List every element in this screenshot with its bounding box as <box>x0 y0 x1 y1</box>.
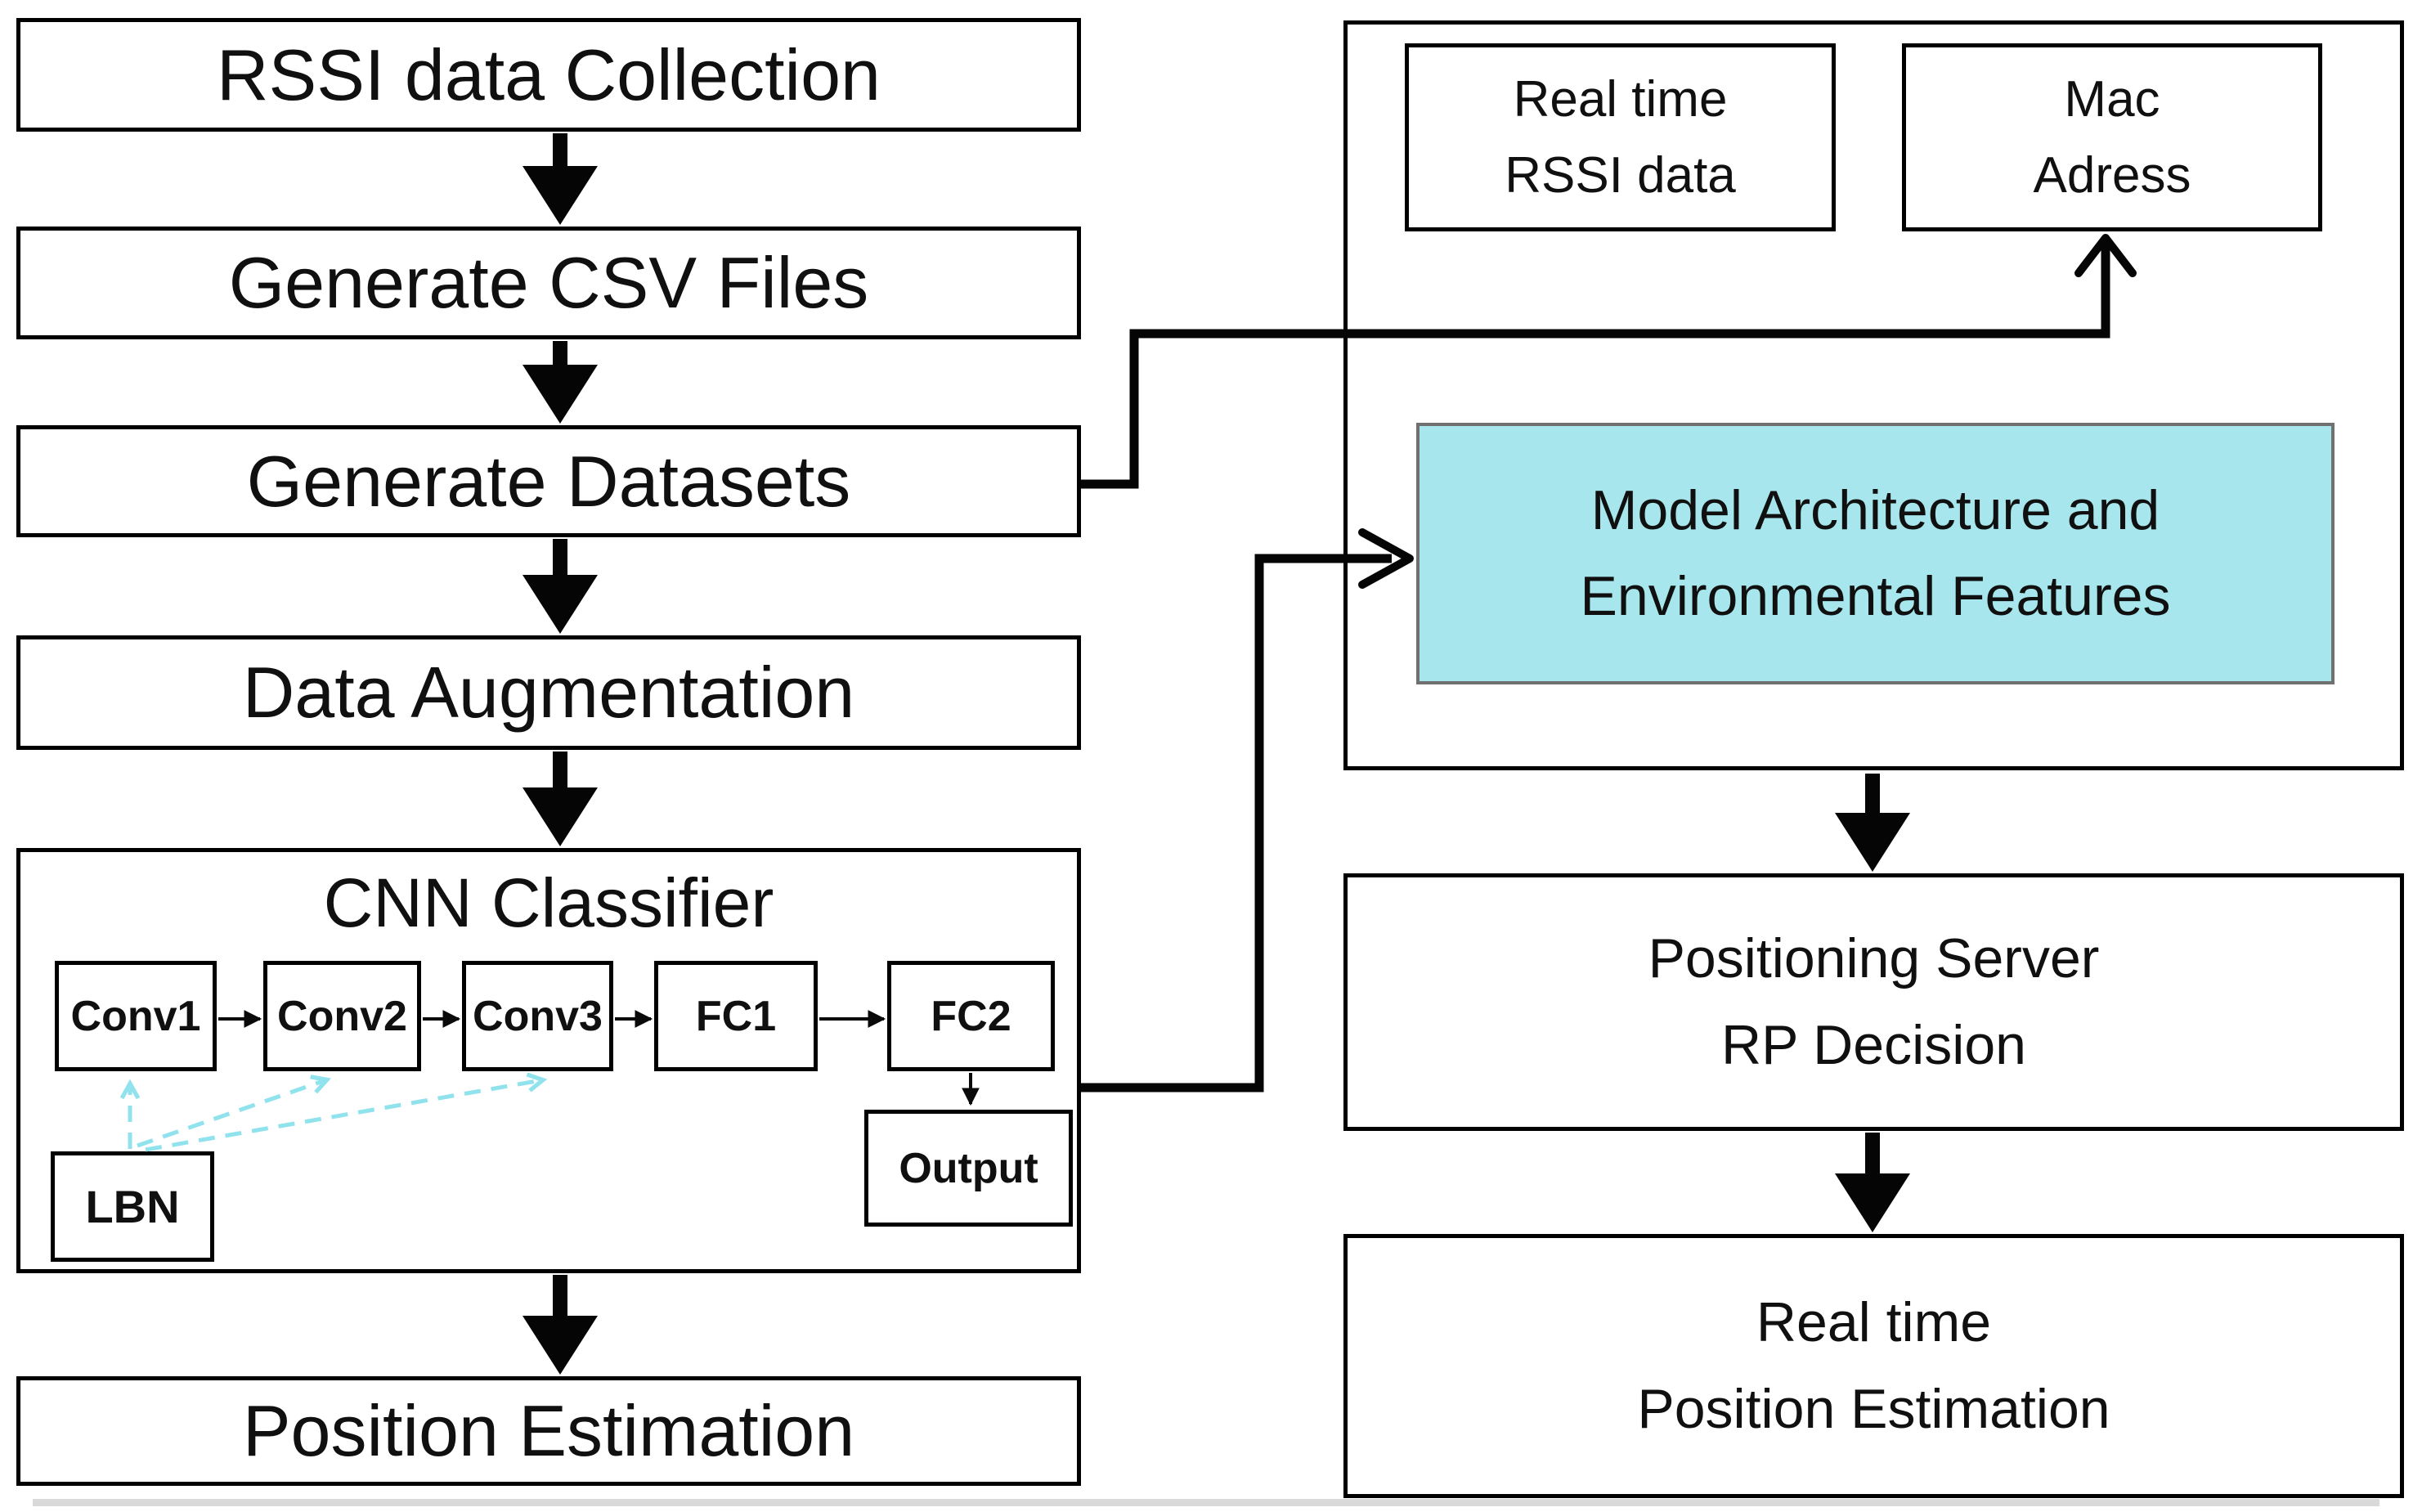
node-label: Generate Datasets <box>246 440 851 522</box>
node-data-augmentation: Data Augmentation <box>16 635 1081 750</box>
node-label-line1: Mac <box>2064 71 2160 128</box>
flow-arrow-down <box>523 133 598 225</box>
node-conv3: Conv3 <box>462 961 613 1071</box>
node-realtime-rssi-data: Real time RSSI data <box>1405 43 1836 231</box>
node-label-line1: Real time <box>1756 1291 1992 1354</box>
node-label: LBN <box>85 1181 180 1232</box>
node-mac-adress: Mac Adress <box>1902 43 2322 231</box>
node-label: Position Estimation <box>242 1390 855 1471</box>
node-output: Output <box>864 1110 1073 1227</box>
flow-arrow-down <box>523 1275 598 1375</box>
node-rssi-data-collection: RSSI data Collection <box>16 18 1081 132</box>
node-label: Generate CSV Files <box>228 242 869 323</box>
flow-arrow-down <box>1835 774 1910 872</box>
node-model-architecture: Model Architecture and Environmental Fea… <box>1416 423 2335 684</box>
node-fc1: FC1 <box>654 961 818 1071</box>
node-cnn-classifier: CNN Classifier Conv1 Conv2 Conv3 FC1 FC2… <box>16 848 1081 1273</box>
node-generate-datasets: Generate Datasets <box>16 425 1081 537</box>
flow-arrow-down <box>523 341 598 424</box>
node-positioning-server: Positioning Server RP Decision <box>1343 873 2404 1131</box>
node-label-line1: Model Architecture and <box>1590 478 2160 541</box>
node-position-estimation: Position Estimation <box>16 1376 1081 1486</box>
node-label: Output <box>899 1144 1038 1192</box>
flow-arrow-down <box>1835 1133 1910 1232</box>
page-bottom-edge <box>33 1499 2379 1506</box>
node-label-line1: Positioning Server <box>1648 927 2100 990</box>
flow-arrow-down <box>523 539 598 634</box>
node-label-line2: Adress <box>2033 147 2191 204</box>
node-label: RSSI data Collection <box>217 34 881 115</box>
node-conv2: Conv2 <box>263 961 421 1071</box>
node-label-line1: Real time <box>1513 71 1728 128</box>
node-label-line2: Environmental Features <box>1580 565 2171 627</box>
node-conv1: Conv1 <box>55 961 217 1071</box>
node-label: Conv1 <box>70 992 201 1040</box>
node-fc2: FC2 <box>887 961 1055 1071</box>
node-label-line2: RP Decision <box>1721 1013 2026 1076</box>
node-label: Conv3 <box>473 992 603 1040</box>
node-realtime-position-estimation: Real time Position Estimation <box>1343 1234 2404 1498</box>
node-lbn: LBN <box>51 1151 214 1262</box>
node-label: Conv2 <box>277 992 407 1040</box>
node-label-line2: RSSI data <box>1505 147 1736 204</box>
node-label: FC2 <box>931 992 1011 1040</box>
node-label: FC1 <box>695 992 777 1040</box>
node-generate-csv-files: Generate CSV Files <box>16 227 1081 339</box>
node-label-line2: Position Estimation <box>1637 1377 2110 1440</box>
cnn-classifier-title: CNN Classifier <box>323 864 774 941</box>
node-label: Data Augmentation <box>242 652 855 733</box>
flow-arrow-down <box>523 752 598 846</box>
